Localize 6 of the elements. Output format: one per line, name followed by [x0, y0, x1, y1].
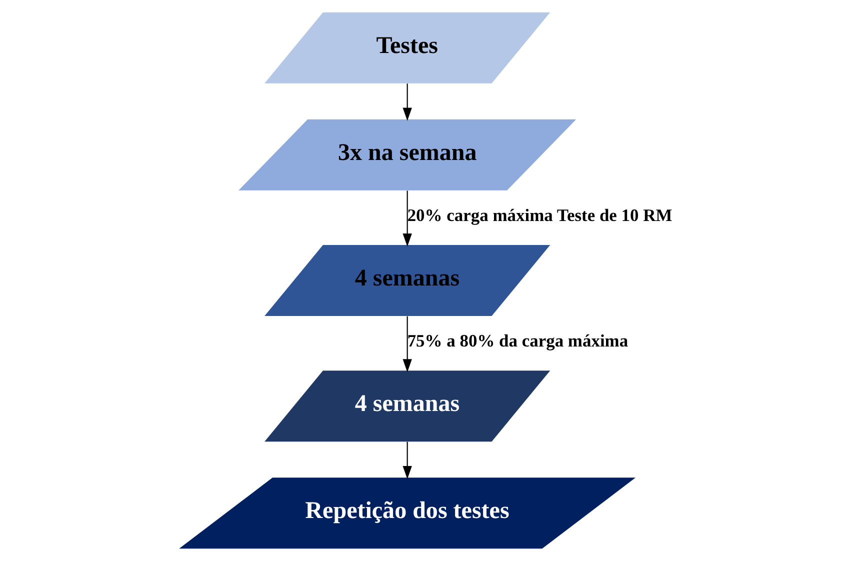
- arrow: [402, 84, 412, 121]
- edge-label: 75% a 80% da carga máxima: [406, 330, 628, 350]
- edge-label: 20% carga máxima Teste de 10 RM: [406, 204, 672, 225]
- arrow: [402, 190, 412, 247]
- arrow: [402, 316, 412, 372]
- arrow: [402, 442, 412, 480]
